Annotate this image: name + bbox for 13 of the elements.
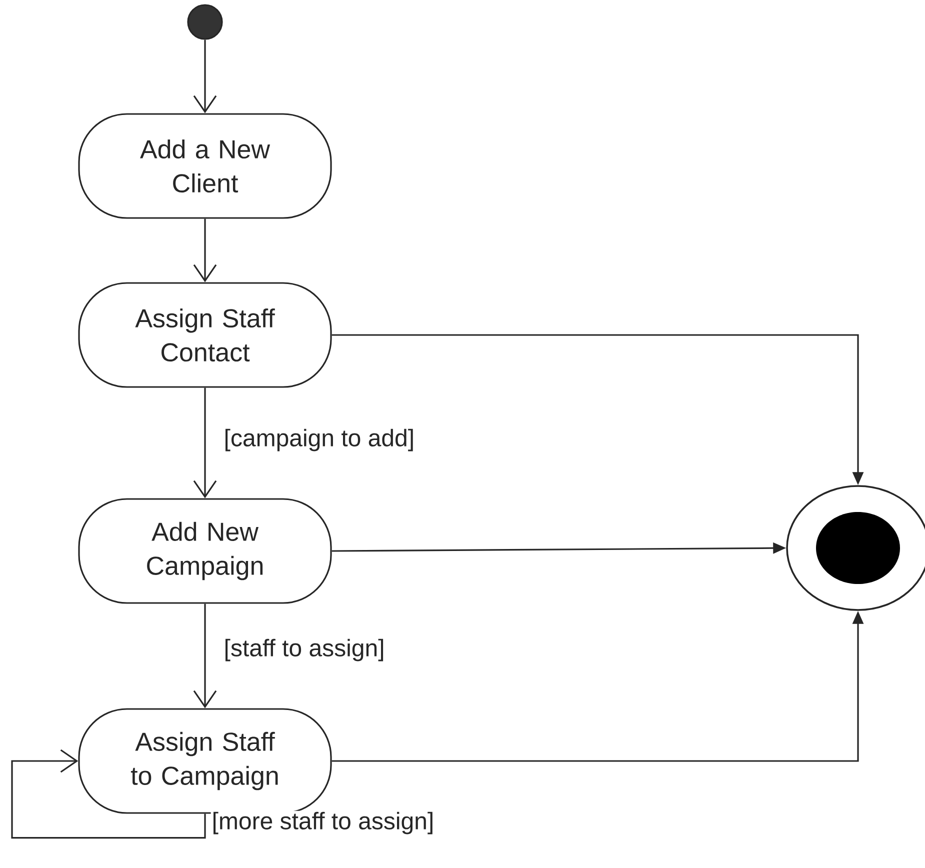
activity-box: Add a New Client xyxy=(78,113,332,219)
arrow xyxy=(193,40,217,114)
edge-label: [staff to assign] xyxy=(222,638,386,662)
arrow xyxy=(193,388,217,498)
arrow xyxy=(193,604,217,708)
activity-box: Assign Staff Contact xyxy=(78,282,332,388)
edge-label: [campaign to add] xyxy=(222,428,416,452)
arrow xyxy=(11,749,206,839)
arrow xyxy=(193,218,217,282)
final-node xyxy=(786,485,925,611)
initial-node xyxy=(187,4,223,40)
activity-box: Add New Campaign xyxy=(78,498,332,604)
edge-label: [more staff to assign] xyxy=(210,810,436,836)
